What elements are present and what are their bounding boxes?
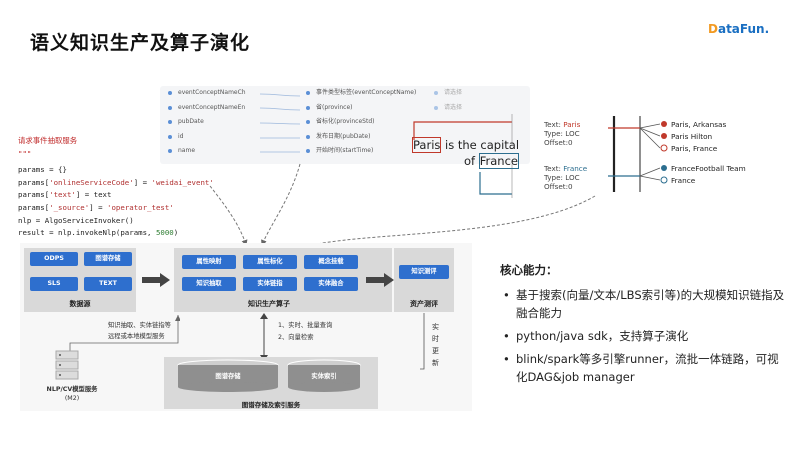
realtime-update-arrow [420,313,425,370]
data-source-label: 数据源 [69,300,91,308]
capabilities-list: 基于搜索(向量/文本/LBS索引等)的大规模知识链指及融合能力 python/j… [500,286,790,386]
code-line: params['text'] = text [18,190,112,200]
entity-index-db[interactable]: 实体索引 [311,373,337,380]
source-chip-odps[interactable]: ODPS [30,252,78,266]
code-quote: """ [18,148,32,158]
paris-entity-info: Text: Paris Type: LOC Offset:0 [544,120,581,147]
operator-chip[interactable]: 知识抽取 [182,277,236,291]
operator-chip[interactable]: 实体融合 [304,277,358,291]
capability-item: python/java sdk，支持算子演化 [500,327,790,345]
select-dot-icon [434,91,438,96]
select-dot-icon [434,105,438,110]
code-line: params['onlineServiceCode'] = 'weidai_ev… [18,177,214,187]
realtime-note: 实 时 更 新 [432,323,439,367]
page-title: 语义知识生产及算子演化 [30,32,251,54]
source-fields-list: eventConceptNameCh eventConceptNameEn pu… [168,86,246,159]
capability-item: 基于搜索(向量/文本/LBS索引等)的大规模知识链指及融合能力 [500,286,790,322]
source-chip-sls[interactable]: SLS [30,277,78,291]
operator-chip[interactable]: 概念挂载 [304,255,358,269]
target-field[interactable]: 事件类型标签(eventConceptName) [306,86,416,101]
core-capabilities: 核心能力： 基于搜索(向量/文本/LBS索引等)的大规模知识链指及融合能力 py… [500,262,790,391]
operator-chip[interactable]: 实体链指 [243,277,297,291]
entity-highlight-paris[interactable]: Paris [412,137,442,153]
asset-eval-label: 资产测评 [410,300,438,308]
field-dot-icon [168,149,172,154]
code-comment: 请求事件抽取服务 [18,136,78,145]
entity-candidate[interactable]: Paris, France [671,144,718,153]
code-line: nlp = AlgoServiceInvoker() [18,215,134,225]
field-dot-icon [306,91,310,96]
model-link-lines [69,315,180,351]
source-chip-graph-storage[interactable]: 图谱存储 [84,252,132,266]
source-field[interactable]: name [168,144,246,159]
field-dot-icon [306,105,310,110]
asset-eval-group [394,248,454,312]
target-field[interactable]: 开始时间(startTime) [306,144,416,159]
model-service-sublabel: (M2) [64,395,80,402]
source-field[interactable]: id [168,130,246,145]
field-dot-icon [306,134,310,139]
entity-candidate[interactable]: France [671,176,696,185]
field-dot-icon [168,120,172,125]
mapping-select[interactable]: 请选择 [444,89,463,97]
entity-recognition-example: Paris is the capital of France Text: Par… [402,94,612,204]
code-line: result = nlp.invokeNlp(params, 5000) [18,228,179,238]
operator-chip[interactable]: 属性映射 [182,255,236,269]
server-icon [55,350,79,380]
arrow-right-icon [142,273,170,287]
query-note: 2、向量检索 [278,334,314,341]
query-note: 1、实时、批量查询 [278,322,333,329]
source-field[interactable]: pubDate [168,115,246,130]
france-entity-info: Text: France Type: LOC Offset:0 [544,164,588,191]
entity-candidate[interactable]: FranceFootball Team [671,164,746,173]
source-field[interactable]: eventConceptNameEn [168,101,246,116]
code-line: params = {} [18,165,67,175]
code-line: params['_source'] = 'operator_test' [18,202,174,212]
field-dot-icon [168,134,172,139]
code-snippet: 请求事件抽取服务 """ params = {} params['onlineS… [18,135,214,240]
entity-candidate[interactable]: Paris Hilton [671,132,713,141]
graph-storage-db[interactable]: 图谱存储 [215,373,241,380]
storage-cylinders [177,359,361,392]
architecture-diagram: ODPS 图谱存储 SLS TEXT 数据源 属性映射 属性标化 概念挂载 知识… [20,243,472,411]
field-dot-icon [306,120,310,125]
field-dot-icon [168,91,172,96]
field-dot-icon [306,149,310,154]
attribute-mapping-panel: eventConceptNameCh eventConceptNameEn pu… [160,86,530,164]
capability-item: blink/spark等多引擎runner，流批一体链路，可视化DAG&job … [500,350,790,386]
model-note: 知识抽取、实体链指等 [108,322,171,329]
storage-index-label: 图谱存储及索引服务 [241,401,301,409]
source-chip-text[interactable]: TEXT [84,277,132,291]
operator-label: 知识生产算子 [248,300,290,308]
entity-candidate[interactable]: Paris, Arkansas [671,120,727,129]
model-note: 远程或本地模型服务 [108,333,165,340]
ner-sentence-line2: of France [464,153,519,169]
arrow-right-icon [366,273,394,287]
field-dot-icon [168,105,172,110]
entity-highlight-france[interactable]: France [478,153,519,169]
source-field[interactable]: eventConceptNameCh [168,86,246,101]
target-fields-list: 事件类型标签(eventConceptName) 省(province) 省标化… [306,86,416,159]
target-field[interactable]: 发布日期(pubDate) [306,130,416,145]
operator-chip[interactable]: 属性标化 [243,255,297,269]
field-connector-lines [259,93,301,153]
ner-sentence-line1: Paris is the capital [412,137,520,153]
target-field[interactable]: 省标化(provinceStd) [306,115,416,130]
entity-candidate-tree [608,116,668,192]
bidirectional-arrow-icon [260,313,268,361]
mapping-selects: 请选择 请选择 [434,86,462,115]
model-service-label: NLP/CV模型服务 [46,386,98,393]
target-field[interactable]: 省(province) [306,101,416,116]
capabilities-heading: 核心能力： [500,263,558,277]
knowledge-eval-chip[interactable]: 知识测评 [399,265,449,279]
mapping-select[interactable]: 请选择 [444,103,463,111]
ner-lines [413,114,513,198]
dataFun-logo: DataFun. [708,22,770,36]
